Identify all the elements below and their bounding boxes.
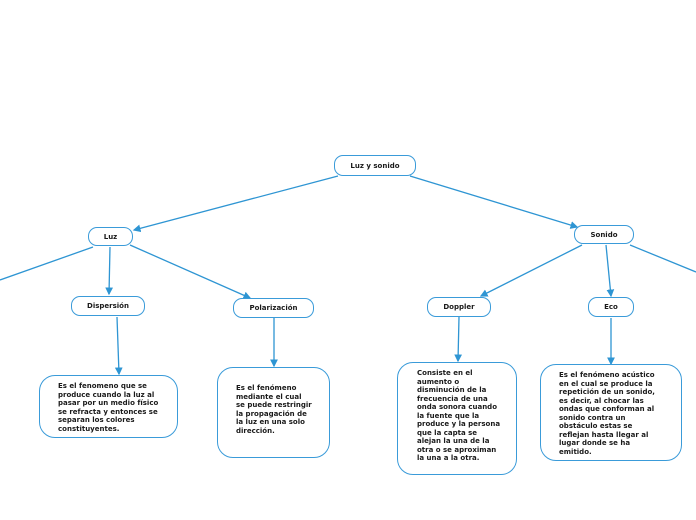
eco-description-box[interactable]: Es el fenómeno acústico en el cual se pr…: [540, 364, 682, 461]
edge-dispersion-desc: [114, 316, 123, 376]
doppler-node[interactable]: Doppler: [427, 297, 491, 317]
sonido-node[interactable]: Sonido: [574, 225, 634, 244]
luz-node[interactable]: Luz: [88, 227, 133, 246]
edge-sonido-doppler: [479, 244, 583, 297]
eco-label: Eco: [604, 303, 618, 311]
edge-luz-offscreen: [0, 246, 94, 281]
polarizacion-description-box[interactable]: Es el fenómeno mediante el cual se puede…: [217, 367, 330, 458]
edge-sonido-eco: [605, 244, 615, 298]
eco-node[interactable]: Eco: [588, 297, 634, 317]
edge-sonido-offscreen: [629, 244, 696, 273]
edge-luz-dispersion: [105, 246, 114, 296]
edge-doppler-desc: [454, 316, 463, 363]
root-label: Luz y sonido: [350, 161, 400, 170]
polarizacion-description: Es el fenómeno mediante el cual se puede…: [236, 384, 312, 435]
root-node[interactable]: Luz y sonido: [334, 155, 416, 176]
edge-root-luz: [132, 175, 339, 233]
dispersion-description: Es el fenomeno que se produce cuando la …: [58, 382, 159, 433]
edge-root-sonido: [409, 175, 579, 229]
polarizacion-node[interactable]: Polarización: [233, 298, 314, 318]
luz-label: Luz: [103, 232, 118, 241]
doppler-description-box[interactable]: Consiste en el aumento o disminución de …: [397, 362, 517, 475]
doppler-label: Doppler: [443, 303, 475, 311]
sonido-label: Sonido: [590, 230, 618, 239]
dispersion-node[interactable]: Dispersión: [71, 296, 145, 316]
doppler-description: Consiste en el aumento o disminución de …: [417, 369, 501, 462]
dispersion-description-box[interactable]: Es el fenomeno que se produce cuando la …: [39, 375, 178, 438]
eco-description: Es el fenómeno acústico en el cual se pr…: [559, 371, 655, 456]
edge-luz-polarizacion: [129, 244, 252, 299]
polarizacion-label: Polarización: [249, 304, 298, 312]
dispersion-label: Dispersión: [87, 302, 129, 310]
